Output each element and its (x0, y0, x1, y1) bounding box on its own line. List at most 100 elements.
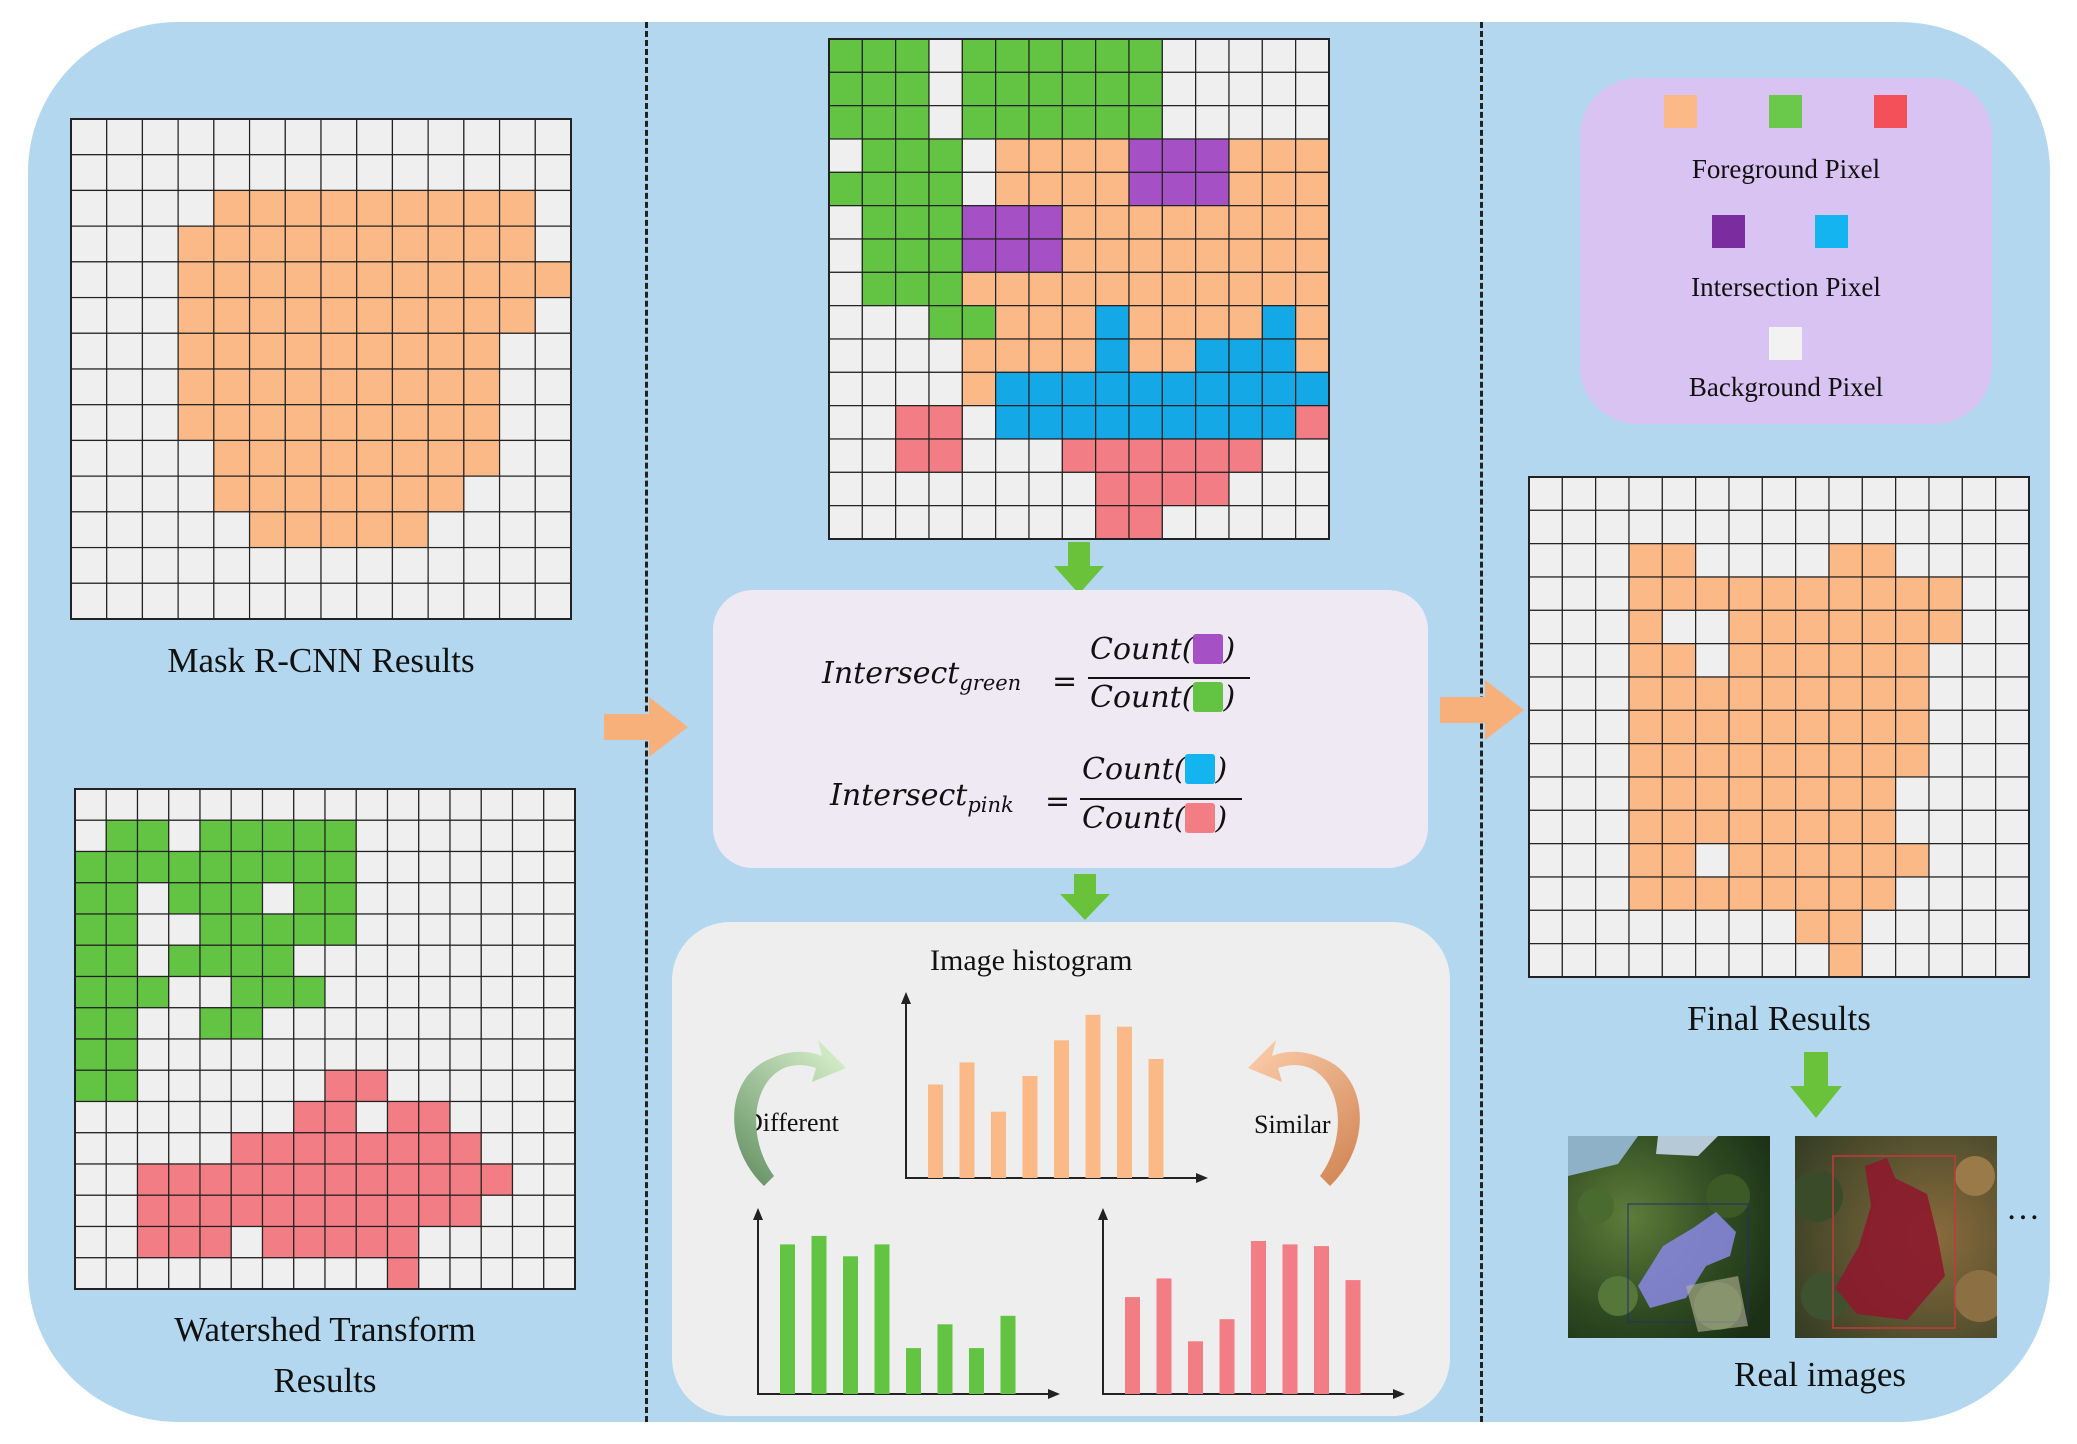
background-pixel-swatch-icon (1769, 327, 1802, 360)
grid-cell (928, 171, 963, 207)
grid-cell (480, 1257, 514, 1290)
grid-cell (141, 439, 179, 477)
grid-cell (105, 1007, 139, 1040)
grid-cell (213, 546, 251, 584)
grid-cell (293, 819, 326, 853)
grid-cell (463, 154, 501, 192)
grid-cell (199, 1194, 232, 1228)
grid-cell (386, 1194, 420, 1228)
fraction-line (1088, 677, 1250, 679)
grid-cell (1528, 943, 1563, 978)
grid-cell (1595, 576, 1630, 611)
grid-cell (463, 118, 501, 156)
grid-cell (1195, 338, 1230, 373)
similar-label: Similar (1254, 1110, 1331, 1139)
grid-cell (1128, 71, 1163, 107)
grid-cell (427, 475, 465, 513)
grid-cell (1528, 776, 1563, 811)
green-histogram (753, 1208, 1060, 1399)
grid-cell (105, 1163, 139, 1196)
grid-cell (391, 439, 429, 477)
grid-cell (895, 105, 930, 140)
grid-cell (1261, 271, 1297, 307)
grid-cell (1228, 405, 1263, 440)
grid-cell (828, 371, 863, 407)
grid-cell (355, 1257, 389, 1290)
grid-cell (141, 511, 179, 549)
grid-cell (1595, 743, 1630, 778)
grid-cell (418, 1007, 451, 1040)
grid-cell (356, 546, 394, 584)
grid-cell (449, 975, 482, 1009)
grid-cell (199, 882, 232, 915)
grid-cell (284, 546, 322, 584)
grid-cell (136, 975, 170, 1009)
grid-cell (1861, 576, 1897, 611)
grid-cell (1828, 743, 1863, 778)
histogram-bar (1188, 1341, 1203, 1394)
grid-cell (498, 261, 536, 299)
grid-cell (1761, 743, 1797, 778)
grid-cell (995, 238, 1030, 273)
grid-cell (320, 546, 358, 584)
grid-border (74, 788, 576, 1290)
grid-cell (828, 405, 863, 440)
grid-cell (498, 511, 536, 549)
grid-cell (463, 296, 501, 334)
grid-cell (498, 296, 536, 334)
histogram-axes (757, 1212, 1052, 1395)
grid-cell (1561, 543, 1597, 578)
grid-cell (928, 371, 963, 407)
grid-cell (106, 225, 144, 263)
grid-cell (895, 438, 930, 473)
grid-cell (386, 944, 420, 978)
grid-cell (141, 404, 179, 442)
grid-cell (1895, 609, 1930, 645)
grid-cell (1761, 709, 1797, 745)
grid-cell (199, 1038, 232, 1071)
grid-cell (418, 850, 451, 884)
grid-cell (534, 261, 572, 299)
grid-cell (1028, 171, 1063, 207)
grid-cell (418, 1194, 451, 1228)
histogram-bar (780, 1244, 795, 1394)
grid-cell (1928, 876, 1963, 911)
grid-cell (1961, 876, 1997, 911)
grid-cell (995, 505, 1030, 540)
grid-cell (534, 189, 572, 227)
grid-cell (320, 475, 358, 513)
grid-cell (141, 118, 179, 156)
grid-cell (320, 404, 358, 442)
grid-cell (1228, 205, 1263, 240)
grid-cell (1528, 743, 1563, 778)
grid-cell (427, 332, 465, 370)
grid-cell (928, 38, 963, 73)
grid-cell (427, 261, 465, 299)
grid-cell (449, 1038, 482, 1071)
histogram-bar (937, 1324, 953, 1394)
grid-cell (1528, 876, 1563, 911)
grid-cell (427, 154, 465, 192)
real-image-2 (1795, 1136, 1997, 1338)
grid-cell (828, 238, 863, 273)
grid-cell (199, 1069, 232, 1103)
grid-cell (177, 368, 215, 406)
grid-cell (534, 439, 572, 477)
grid-cell (534, 368, 572, 406)
grid-cell (1661, 576, 1697, 611)
grid-cell (1828, 543, 1863, 578)
grid-cell (961, 438, 997, 473)
grid-cell (480, 882, 514, 915)
ellipsis: … (2006, 1190, 2040, 1227)
grid-cell (1261, 205, 1297, 240)
grid-cell (320, 189, 358, 227)
grid-cell (1695, 609, 1730, 645)
grid-cell (480, 1225, 514, 1259)
grid-cell (511, 850, 545, 884)
grid-cell (284, 439, 322, 477)
blue-swatch-icon (1185, 754, 1216, 784)
grid-cell (1628, 543, 1663, 578)
grid-cell (1595, 876, 1630, 911)
grid-cell (213, 404, 251, 442)
grid-cell (70, 189, 108, 227)
